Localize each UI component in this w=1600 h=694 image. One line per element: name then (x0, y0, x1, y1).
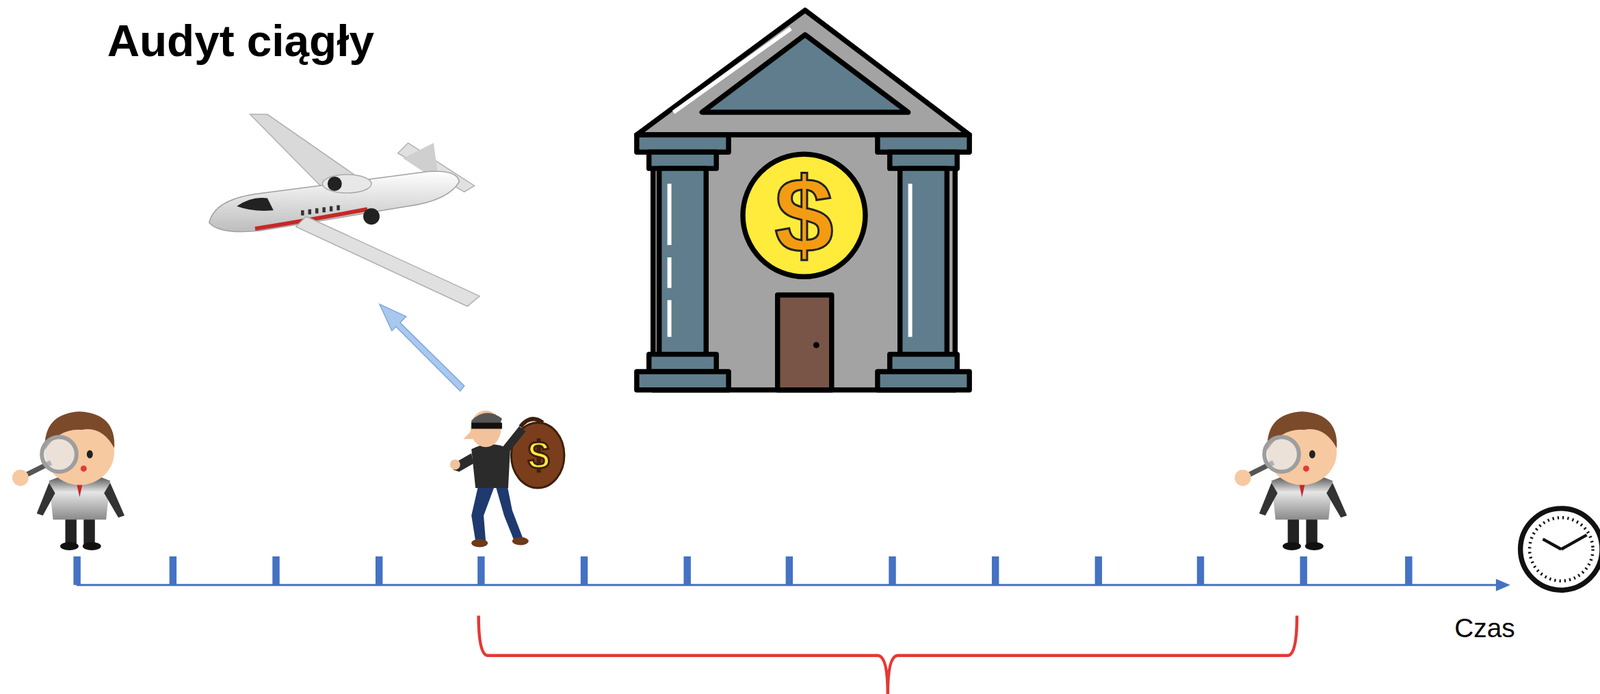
bank-building (636, 10, 970, 390)
timeline (73, 556, 1510, 592)
airplane (209, 114, 480, 306)
slide-title: Audyt ciągły (107, 18, 375, 64)
time-bracket (478, 615, 1297, 694)
thief (450, 410, 565, 548)
bag-dollar-sign: $ (528, 435, 550, 475)
axis-label: Czas (1454, 614, 1515, 641)
escape-arrow (379, 304, 465, 392)
clock-icon (1520, 508, 1600, 590)
auditor-left (12, 411, 125, 550)
auditor-right (1234, 411, 1347, 550)
coin-dollar-sign: $ (774, 162, 834, 269)
